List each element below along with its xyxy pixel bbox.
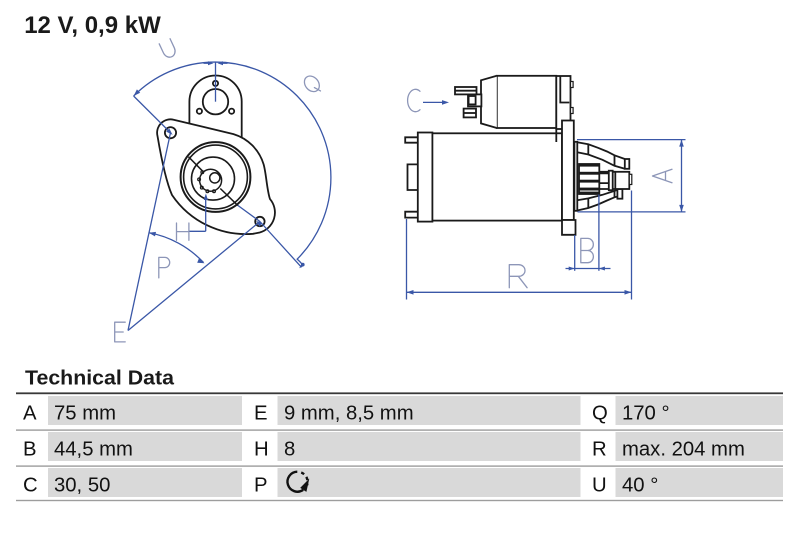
svg-text:max. 204 mm: max. 204 mm bbox=[622, 438, 745, 460]
svg-text:C: C bbox=[23, 474, 38, 496]
svg-text:B: B bbox=[23, 438, 37, 460]
svg-text:30, 50: 30, 50 bbox=[54, 474, 110, 496]
svg-text:12 V, 0,9 kW: 12 V, 0,9 kW bbox=[24, 12, 161, 39]
svg-text:Technical Data: Technical Data bbox=[25, 366, 175, 389]
svg-text:Q: Q bbox=[592, 402, 608, 424]
svg-text:44,5 mm: 44,5 mm bbox=[54, 438, 133, 460]
svg-text:E: E bbox=[254, 402, 268, 424]
svg-text:P: P bbox=[254, 474, 268, 496]
svg-text:H: H bbox=[254, 438, 269, 460]
svg-text:U: U bbox=[592, 474, 607, 496]
svg-text:75 mm: 75 mm bbox=[54, 402, 116, 424]
svg-text:9 mm, 8,5 mm: 9 mm, 8,5 mm bbox=[284, 402, 414, 424]
svg-text:8: 8 bbox=[284, 438, 295, 460]
svg-text:R: R bbox=[592, 438, 607, 460]
svg-text:A: A bbox=[23, 402, 37, 424]
svg-text:40 °: 40 ° bbox=[622, 474, 658, 496]
svg-text:170 °: 170 ° bbox=[622, 402, 670, 424]
